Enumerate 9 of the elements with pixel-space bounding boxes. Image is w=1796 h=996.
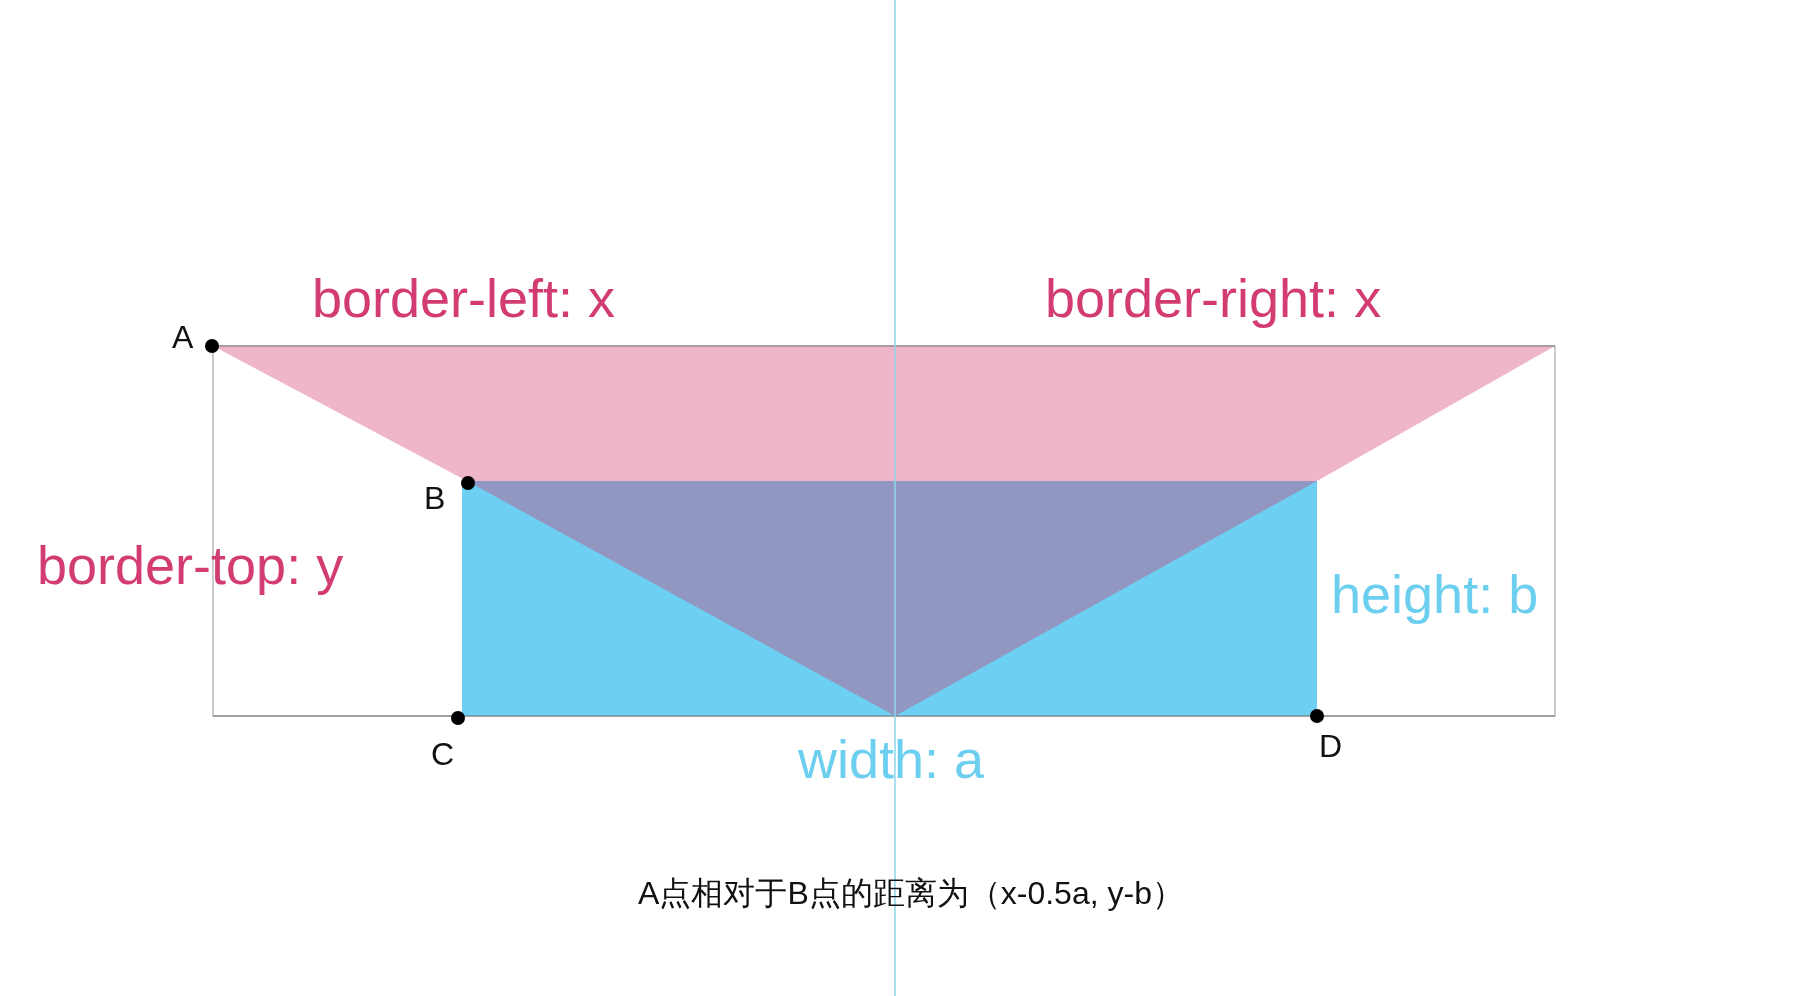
caption: A点相对于B点的距离为（x-0.5a, y-b） [638,874,1184,912]
point-label: A [172,318,194,356]
dimension-label: border-left: x [312,266,616,330]
dimension-label: border-right: x [1045,266,1382,330]
point-label: C [431,735,455,773]
dimension-label: border-top: y [37,533,344,597]
dimension-label: height: b [1331,562,1539,626]
point-label: B [424,479,446,517]
point-label: D [1319,727,1343,765]
